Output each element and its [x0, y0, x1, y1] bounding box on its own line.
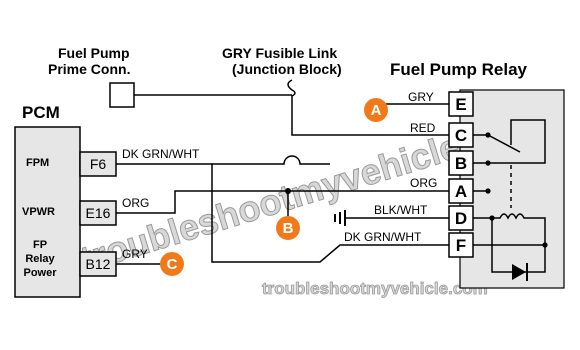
relay-internals: [473, 119, 548, 281]
relay-switch-loop: [488, 119, 546, 164]
relay-a-contact: [485, 188, 491, 194]
pcm-pin-b12: B12: [86, 256, 111, 272]
callout-a: A: [371, 102, 382, 119]
wire-label-org-pcm: ORG: [122, 196, 149, 210]
terminal-d: D: [455, 209, 467, 228]
wire-red: [291, 104, 449, 136]
terminal-a: A: [455, 182, 467, 201]
watermark-footer: troubleshootmyvehicle.com: [262, 279, 488, 298]
pcm-title: PCM: [22, 103, 60, 122]
terminal-c: C: [455, 126, 467, 145]
pcm-side-fp: FP: [33, 239, 47, 251]
pcm-pin-box-b12: [79, 251, 117, 277]
fusible-link-label-1: GRY Fusible Link: [222, 45, 337, 61]
wire-label-dkgrn-pcm: DK GRN/WHT: [122, 147, 200, 161]
pcm-side-power: Power: [23, 267, 57, 279]
pcm-pin-e16: E16: [86, 205, 111, 221]
callout-b-badge: [276, 216, 300, 240]
callout-c: C: [167, 256, 178, 273]
wire-label-red: RED: [410, 121, 436, 135]
relay-coil: [473, 213, 546, 245]
wire-label-gry-relay: GRY: [408, 90, 434, 104]
wire-label-dkgrn-relay: DK GRN/WHT: [344, 230, 422, 244]
pcm-side-fpm: FPM: [26, 157, 49, 169]
callout-b: B: [283, 220, 294, 237]
pcm-side-vpwr: VPWR: [22, 206, 55, 218]
terminal-e: E: [455, 95, 466, 114]
prime-connector: [109, 82, 135, 108]
callout-a-badge: [364, 98, 388, 122]
relay-title: Fuel Pump Relay: [390, 60, 528, 79]
pcm-pin-box-e16: [79, 200, 117, 226]
callout-c-badge: [160, 252, 184, 276]
wire-label-blkwht: BLK/WHT: [374, 203, 428, 217]
prime-conn-label-2: Prime Conn.: [48, 61, 130, 77]
relay-diode: [512, 264, 526, 280]
terminal-box-e: [448, 91, 474, 117]
wire-dkgrn-path: [116, 163, 449, 263]
relay-switch-arm: [487, 134, 521, 153]
terminal-b: B: [455, 154, 467, 173]
pcm-side-relay: Relay: [25, 253, 55, 265]
fusible-link-symbol: [287, 79, 296, 104]
prime-conn-label-1: Fuel Pump: [58, 45, 130, 61]
fusible-link-label-2: (Junction Block): [232, 61, 342, 77]
wire-org: [116, 190, 449, 214]
relay-box: [459, 89, 565, 289]
wire-label-org-relay: ORG: [410, 176, 437, 190]
pcm-box: [14, 126, 81, 298]
wire-dkgrn-upper: [212, 155, 330, 165]
terminal-f: F: [456, 236, 466, 255]
pcm-pin-f6: F6: [90, 156, 107, 172]
wire-label-gry-pcm: GRY: [122, 247, 148, 261]
